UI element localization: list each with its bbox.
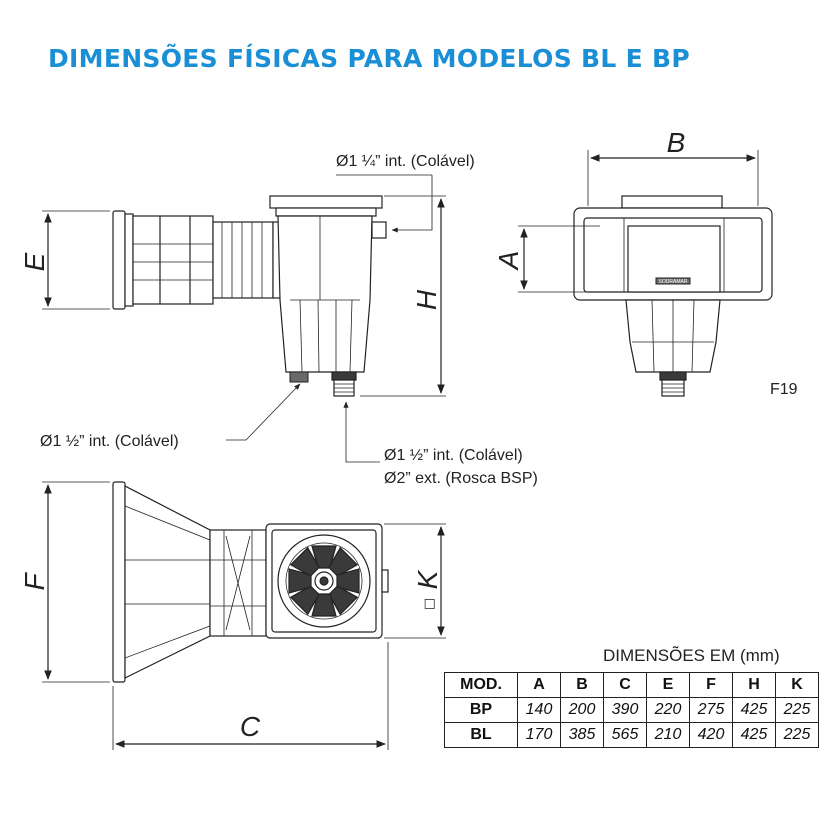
table-cell: 390 <box>603 697 647 723</box>
label-inlet-left: Ø1 ½” int. (Colável) <box>40 433 179 450</box>
table-header: B <box>560 672 604 698</box>
side-view: E H Ø1 ¼” int. (Colável) Ø1 ½” int. (Col… <box>19 153 538 487</box>
table-cell: 425 <box>732 722 776 748</box>
dim-label-c: C <box>240 711 261 742</box>
dim-label-f: F <box>19 572 50 591</box>
figure-code: F19 <box>770 381 798 398</box>
table-header: MOD. <box>444 672 518 698</box>
table-title: DIMENSÕES EM (mm) <box>603 646 780 665</box>
front-view: SODRAMAR B A F19 <box>493 127 798 398</box>
table-header: A <box>517 672 561 698</box>
top-view: F K □ C <box>19 481 446 750</box>
label-inlet-top: Ø1 ¼” int. (Colável) <box>336 153 475 170</box>
table-cell: 225 <box>775 722 819 748</box>
square-symbol: □ <box>422 598 437 610</box>
table-cell: 275 <box>689 697 733 723</box>
table-header: F <box>689 672 733 698</box>
table-header: K <box>775 672 819 698</box>
table-cell: BP <box>444 697 518 723</box>
dimensions-table: MOD. A B C E F H K BP 140 200 390 220 27… <box>444 672 819 748</box>
basket-vanes <box>288 545 360 617</box>
dim-label-b: B <box>667 127 686 158</box>
table-row: BP 140 200 390 220 275 425 225 <box>444 697 819 723</box>
dim-label-e: E <box>19 252 50 271</box>
table-cell: 420 <box>689 722 733 748</box>
table-cell: 225 <box>775 697 819 723</box>
table-header: C <box>603 672 647 698</box>
label-outlet-line1: Ø1 ½” int. (Colável) <box>384 447 523 464</box>
table-cell: 170 <box>517 722 561 748</box>
dim-label-h: H <box>411 289 442 310</box>
label-outlet-line2: Ø2” ext. (Rosca BSP) <box>384 470 538 487</box>
table-cell: 200 <box>560 697 604 723</box>
table-cell: 220 <box>646 697 690 723</box>
table-header: E <box>646 672 690 698</box>
table-cell: 210 <box>646 722 690 748</box>
table-header: H <box>732 672 776 698</box>
page-title: DIMENSÕES FÍSICAS PARA MODELOS BL E BP <box>48 44 690 73</box>
brand-plate: SODRAMAR <box>659 279 688 285</box>
table-row: BL 170 385 565 210 420 425 225 <box>444 722 819 748</box>
table-cell: 140 <box>517 697 561 723</box>
table-cell: 425 <box>732 697 776 723</box>
table-cell: BL <box>444 722 518 748</box>
dim-label-a: A <box>493 251 524 272</box>
dim-label-k: K <box>412 569 443 589</box>
table-cell: 565 <box>603 722 647 748</box>
table-header-row: MOD. A B C E F H K <box>444 672 819 698</box>
table-cell: 385 <box>560 722 604 748</box>
